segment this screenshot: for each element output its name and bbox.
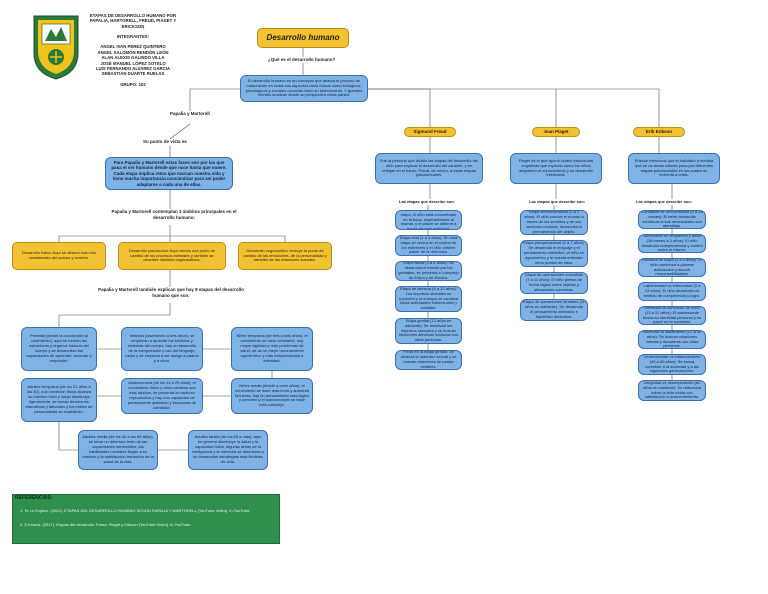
connector-line [58, 225, 171, 242]
freud-stage: Etapa genital (12 años en adelante): Se … [395, 318, 462, 344]
header-title-line: PAPALIA, HARTORELL, FREUD, PIAGET Y [89, 18, 177, 24]
references-title: REFERENCIAS: [15, 495, 53, 501]
team-label: INTEGRANTES: [116, 34, 150, 40]
team-member: JOSÉ MANUEL LÓPEZ SOTELO [100, 60, 166, 66]
connector-line [169, 123, 191, 140]
erikson-stages-label: Las etapas que describe son: [636, 199, 693, 204]
freud-stage: Etapa de latencia (6 a 12 años): Los imp… [395, 286, 462, 312]
erikson-stage: Iniciativa vs culpa (3 a 5 años): El niñ… [638, 258, 706, 277]
domain-cognitive: Desarrollo cognoscitivo: Incluye la punt… [238, 242, 332, 270]
team-member: ÁNGEL IVAN PÉREZ QUINTERO [100, 44, 166, 50]
group-label: GRUPO: 102 [120, 81, 146, 87]
stage-early-childhood: Niñez temprana (de tres a seis años), el… [231, 327, 313, 371]
erikson-stage: Laboriosidad vs inferioridad (5 a 13 año… [638, 282, 706, 301]
connector-line [58, 422, 78, 451]
definition-box: El desarrollo humano es un concepto que … [240, 75, 368, 102]
papalia-domains-label: Papalia y Martorell contemplan 3 ámbitos… [111, 209, 237, 220]
freud-stage: Freud en la etapa genital: Se alcanza la… [395, 350, 462, 370]
erikson-intro: Erikson menciona que el individuo a medi… [628, 153, 720, 184]
connector-line [170, 235, 286, 242]
erikson-stage: Generatividad vs estancamiento (40 a 60 … [638, 354, 706, 375]
freud-title: Sigmund Freud [404, 127, 456, 137]
erikson-stage: Intimidad vs aislamiento (21 a 40 años):… [638, 330, 706, 349]
connector-line [58, 303, 171, 327]
freud-intro: Fue la persona que dividió las etapas de… [375, 153, 483, 184]
references-box [12, 494, 280, 544]
piaget-stage: Etapa sensoriomotora (0 a 2 años): El ni… [520, 210, 588, 235]
freud-stage: Etapa oral (0 a un año): En esta etapa, … [395, 210, 462, 230]
papalia-viewpoint-label: Su punto de vista es [143, 139, 187, 144]
connector-line [368, 88, 431, 127]
stage-middle-adulthood: Adultez media (de los 40 a los 65 años),… [78, 430, 158, 470]
erikson-title: Erik Erikson [633, 127, 685, 137]
piaget-stage: Etapa preoperacional (2 a 7 años): Se de… [520, 240, 588, 267]
stage-infancy: Infancia (nacimiento a tres años), se em… [121, 327, 203, 371]
papalia-viewpoint: Para Papalia y Martorell estas fases son… [105, 157, 233, 190]
connector-line [189, 88, 240, 111]
header-title-line: ERICKSON [121, 23, 145, 29]
team-member: LUIS FERNANDO ALVAREZ GARCIA [95, 65, 171, 71]
piaget-stages-label: Las etapas que describe son: [529, 199, 586, 204]
connector-line [368, 88, 660, 127]
definition-question: ¿Qué es el desarrollo humano? [268, 57, 336, 62]
team-member: SEBASTIAN DUARTE RUELAS [101, 71, 165, 77]
piaget-stage: Etapa de operaciones concretas (7 a 11 a… [520, 272, 588, 294]
header-info: ETAPAS DE DESARROLLO HUMANO POR PAPALIA,… [88, 13, 178, 87]
main-title: Desarrollo humano [257, 28, 349, 48]
team-member: ALAN ALEXIS GALINDO VILLA [101, 55, 165, 61]
stage-adolescence: Adolescencia (de los 11 a 20 años), el c… [121, 378, 203, 414]
stage-late-adulthood: Adultez tardía (de los 65 a más), aquí e… [188, 430, 268, 470]
team-member: ÁNGEL SALOMÓN RENDÓN LEÓN [97, 49, 169, 55]
erikson-stage: Integridad vs desesperación (60 años en … [638, 380, 706, 401]
stage-prenatal: Prenatal (desde la concepción al nacimie… [21, 327, 97, 371]
piaget-title: Jean Piaget [532, 127, 580, 137]
reference-item: 1. Te Lo Explico. (2022). ETAPAS DEL DES… [20, 508, 251, 513]
piaget-stage: Etapa de operaciones formales (11 años e… [520, 299, 588, 321]
piaget-intro: Piaget es el que aportó cuatro estructur… [510, 153, 602, 184]
freud-stage: Etapa anal (1 a 3 años): En esta etapa s… [395, 235, 462, 256]
freud-stage: Etapa fálica (3 a 6 años): Se desarrolla… [395, 261, 462, 281]
papalia-stages-label: Papalia y Martorell también explican que… [98, 287, 244, 298]
header-title-line: ETAPAS DE DESARROLLO HUMANO POR [89, 13, 177, 18]
university-logo [33, 15, 79, 80]
stage-middle-childhood: Niñez media (desde a once años), el crec… [231, 378, 313, 414]
freud-stages-label: Las etapas que describe son: [399, 199, 456, 204]
stage-early-adulthood: Adultez temprana (de los 21 años a los 4… [21, 378, 97, 422]
domain-psychosocial: Desarrollo psicosocial: Aquí vemos una p… [118, 242, 226, 270]
papalia-heading: Papalia y Martorell [170, 111, 210, 116]
domain-physical: Desarrollo físico: Aquí se abarca todo e… [12, 242, 106, 270]
erikson-stage: Confianza vs desconfianza (0 a 18 meses)… [638, 210, 706, 229]
erikson-stage: Autonomía vs vergüenza y duda (18 meses … [638, 234, 706, 253]
erikson-stage: Identidad vs confusión de roles (13 a 21… [638, 306, 706, 325]
reference-item: 2. E.Innova. (2017). Etapas del desarrol… [20, 522, 192, 527]
